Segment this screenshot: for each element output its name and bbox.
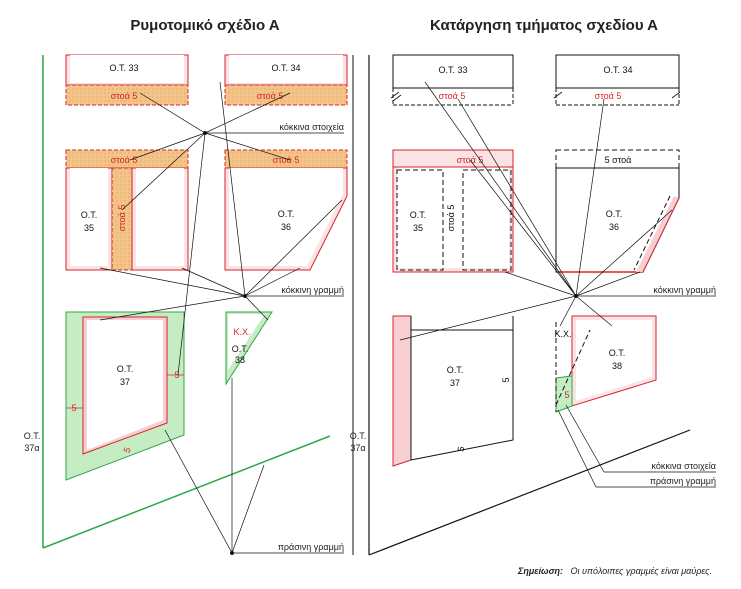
left-dim-5-bottom: 5 bbox=[122, 446, 133, 454]
left-block-ot35: Ο.Τ. 35 στοά 5 bbox=[65, 167, 189, 271]
left-kx-label: Κ.Χ. bbox=[233, 327, 250, 337]
right-ot34-label: Ο.Τ. 34 bbox=[603, 65, 632, 75]
right-block-ot37: Ο.Τ. 37 5 5 bbox=[392, 315, 514, 467]
right-red-line-text: κόκκινη γραμμή bbox=[653, 285, 716, 295]
right-title: Κατάργηση τμήματος σχεδίου Α bbox=[430, 17, 658, 34]
right-ot37-label-a: Ο.Τ. bbox=[447, 365, 464, 375]
left-ot35-label-a: Ο.Τ. bbox=[81, 210, 98, 220]
left-callout-red-elements bbox=[121, 92, 344, 376]
right-callout-green-line bbox=[557, 409, 716, 488]
left-title: Ρυμοτομικό σχέδιο Α bbox=[130, 17, 279, 34]
right-ot37a-label-a: Ο.Τ. bbox=[350, 431, 367, 441]
right-stoa-36: 5 στοά bbox=[605, 155, 632, 165]
right-ot36-label-b: 36 bbox=[609, 222, 619, 232]
right-kx-label: Κ.Χ. bbox=[554, 329, 571, 339]
footnote: Σημείωση: Οι υπόλοιπες γραμμές είναι μαύ… bbox=[517, 561, 712, 578]
left-block-ot38: Κ.Χ. Ο.Τ. 38 bbox=[225, 311, 273, 386]
left-stoa-35: στοά 5 bbox=[111, 155, 138, 165]
left-stoa-36: στοά 5 bbox=[273, 155, 300, 165]
left-block-ot33: Ο.Τ. 33 στοά 5 bbox=[65, 54, 189, 106]
right-ot33-label: Ο.Τ. 33 bbox=[438, 65, 467, 75]
footnote-text: Οι υπόλοιπες γραμμές είναι μαύρες. bbox=[571, 566, 713, 576]
right-block-ot35: στοά 5 Ο.Τ. 35 στοά 5 bbox=[392, 149, 514, 273]
right-ot38-label-b: 38 bbox=[612, 361, 622, 371]
right-stoa-ot33: στοά 5 bbox=[439, 91, 466, 101]
right-block-ot33: Ο.Τ. 33 στοά 5 bbox=[390, 54, 514, 106]
left-ot36-label-a: Ο.Τ. bbox=[278, 209, 295, 219]
right-stoa-vertical: στοά 5 bbox=[446, 205, 456, 232]
right-callout-red-line bbox=[399, 81, 716, 341]
right-block-ot38: Κ.Χ. Ο.Τ. 38 5 bbox=[554, 315, 657, 413]
right-red-elements-text: κόκκινα στοιχεία bbox=[651, 461, 716, 471]
left-ot37a-label-b: 37α bbox=[24, 443, 39, 453]
left-green-line-text: πράσινη γραμμή bbox=[278, 542, 344, 552]
right-dim-5-green: 5 bbox=[564, 390, 569, 400]
right-block-ot36: 5 στοά Ο.Τ. 36 bbox=[555, 149, 680, 273]
left-callout-green-line bbox=[164, 378, 344, 555]
left-red-line-text: κόκκινη γραμμή bbox=[281, 285, 344, 295]
left-block-ot34: Ο.Τ. 34 στοά 5 bbox=[224, 54, 348, 106]
footnote-label: Σημείωση: bbox=[517, 566, 563, 576]
left-ot37-label-b: 37 bbox=[120, 377, 130, 387]
left-ot38-label-a: Ο.Τ. bbox=[232, 344, 249, 354]
right-ot37a-label-b: 37α bbox=[350, 443, 365, 453]
left-ot38-label-b: 38 bbox=[235, 355, 245, 365]
right-panel: Ο.Τ. 33 στοά 5 Ο.Τ. 34 στοά 5 στοά 5 bbox=[350, 54, 716, 556]
right-stoa-ot34: στοά 5 bbox=[595, 91, 622, 101]
left-stoa-ot33: στοά 5 bbox=[111, 91, 138, 101]
right-ot37-label-b: 37 bbox=[450, 378, 460, 388]
left-ot37a-label-a: Ο.Τ. bbox=[24, 431, 41, 441]
left-block-ot36: στοά 5 Ο.Τ. 36 bbox=[224, 149, 348, 271]
right-dim-5-right: 5 bbox=[501, 377, 511, 382]
left-ot33-label: Ο.Τ. 33 bbox=[109, 63, 138, 73]
right-block-ot34: Ο.Τ. 34 στοά 5 bbox=[553, 54, 681, 106]
right-ot36-label-a: Ο.Τ. bbox=[606, 209, 623, 219]
left-red-elements-text: κόκκινα στοιχεία bbox=[279, 122, 344, 132]
right-ot35-label-b: 35 bbox=[413, 223, 423, 233]
left-green-diagonal bbox=[42, 435, 331, 549]
left-ot36-label-b: 36 bbox=[281, 222, 291, 232]
right-ot35-label-a: Ο.Τ. bbox=[410, 210, 427, 220]
left-block-ot37: Ο.Τ. 37 5 5 5 bbox=[65, 311, 185, 481]
right-ot38-label-a: Ο.Τ. bbox=[609, 348, 626, 358]
right-callout-red-elements bbox=[565, 404, 716, 473]
left-callout-red-line bbox=[99, 81, 344, 321]
left-stoa-vertical: στοά 5 bbox=[117, 205, 127, 232]
left-panel: Ο.Τ. 33 στοά 5 Ο.Τ. 34 στοά 5 στοά 5 Ο.Τ… bbox=[24, 54, 348, 555]
left-ot35-label-b: 35 bbox=[84, 223, 94, 233]
left-ot37-label-a: Ο.Τ. bbox=[117, 364, 134, 374]
right-dim-5-bottom: 5 bbox=[456, 446, 467, 453]
left-stoa-ot34: στοά 5 bbox=[257, 91, 284, 101]
right-green-line-text: πράσινη γραμμή bbox=[650, 476, 716, 486]
right-boundary-diagonal bbox=[368, 429, 691, 556]
left-ot34-label: Ο.Τ. 34 bbox=[271, 63, 300, 73]
